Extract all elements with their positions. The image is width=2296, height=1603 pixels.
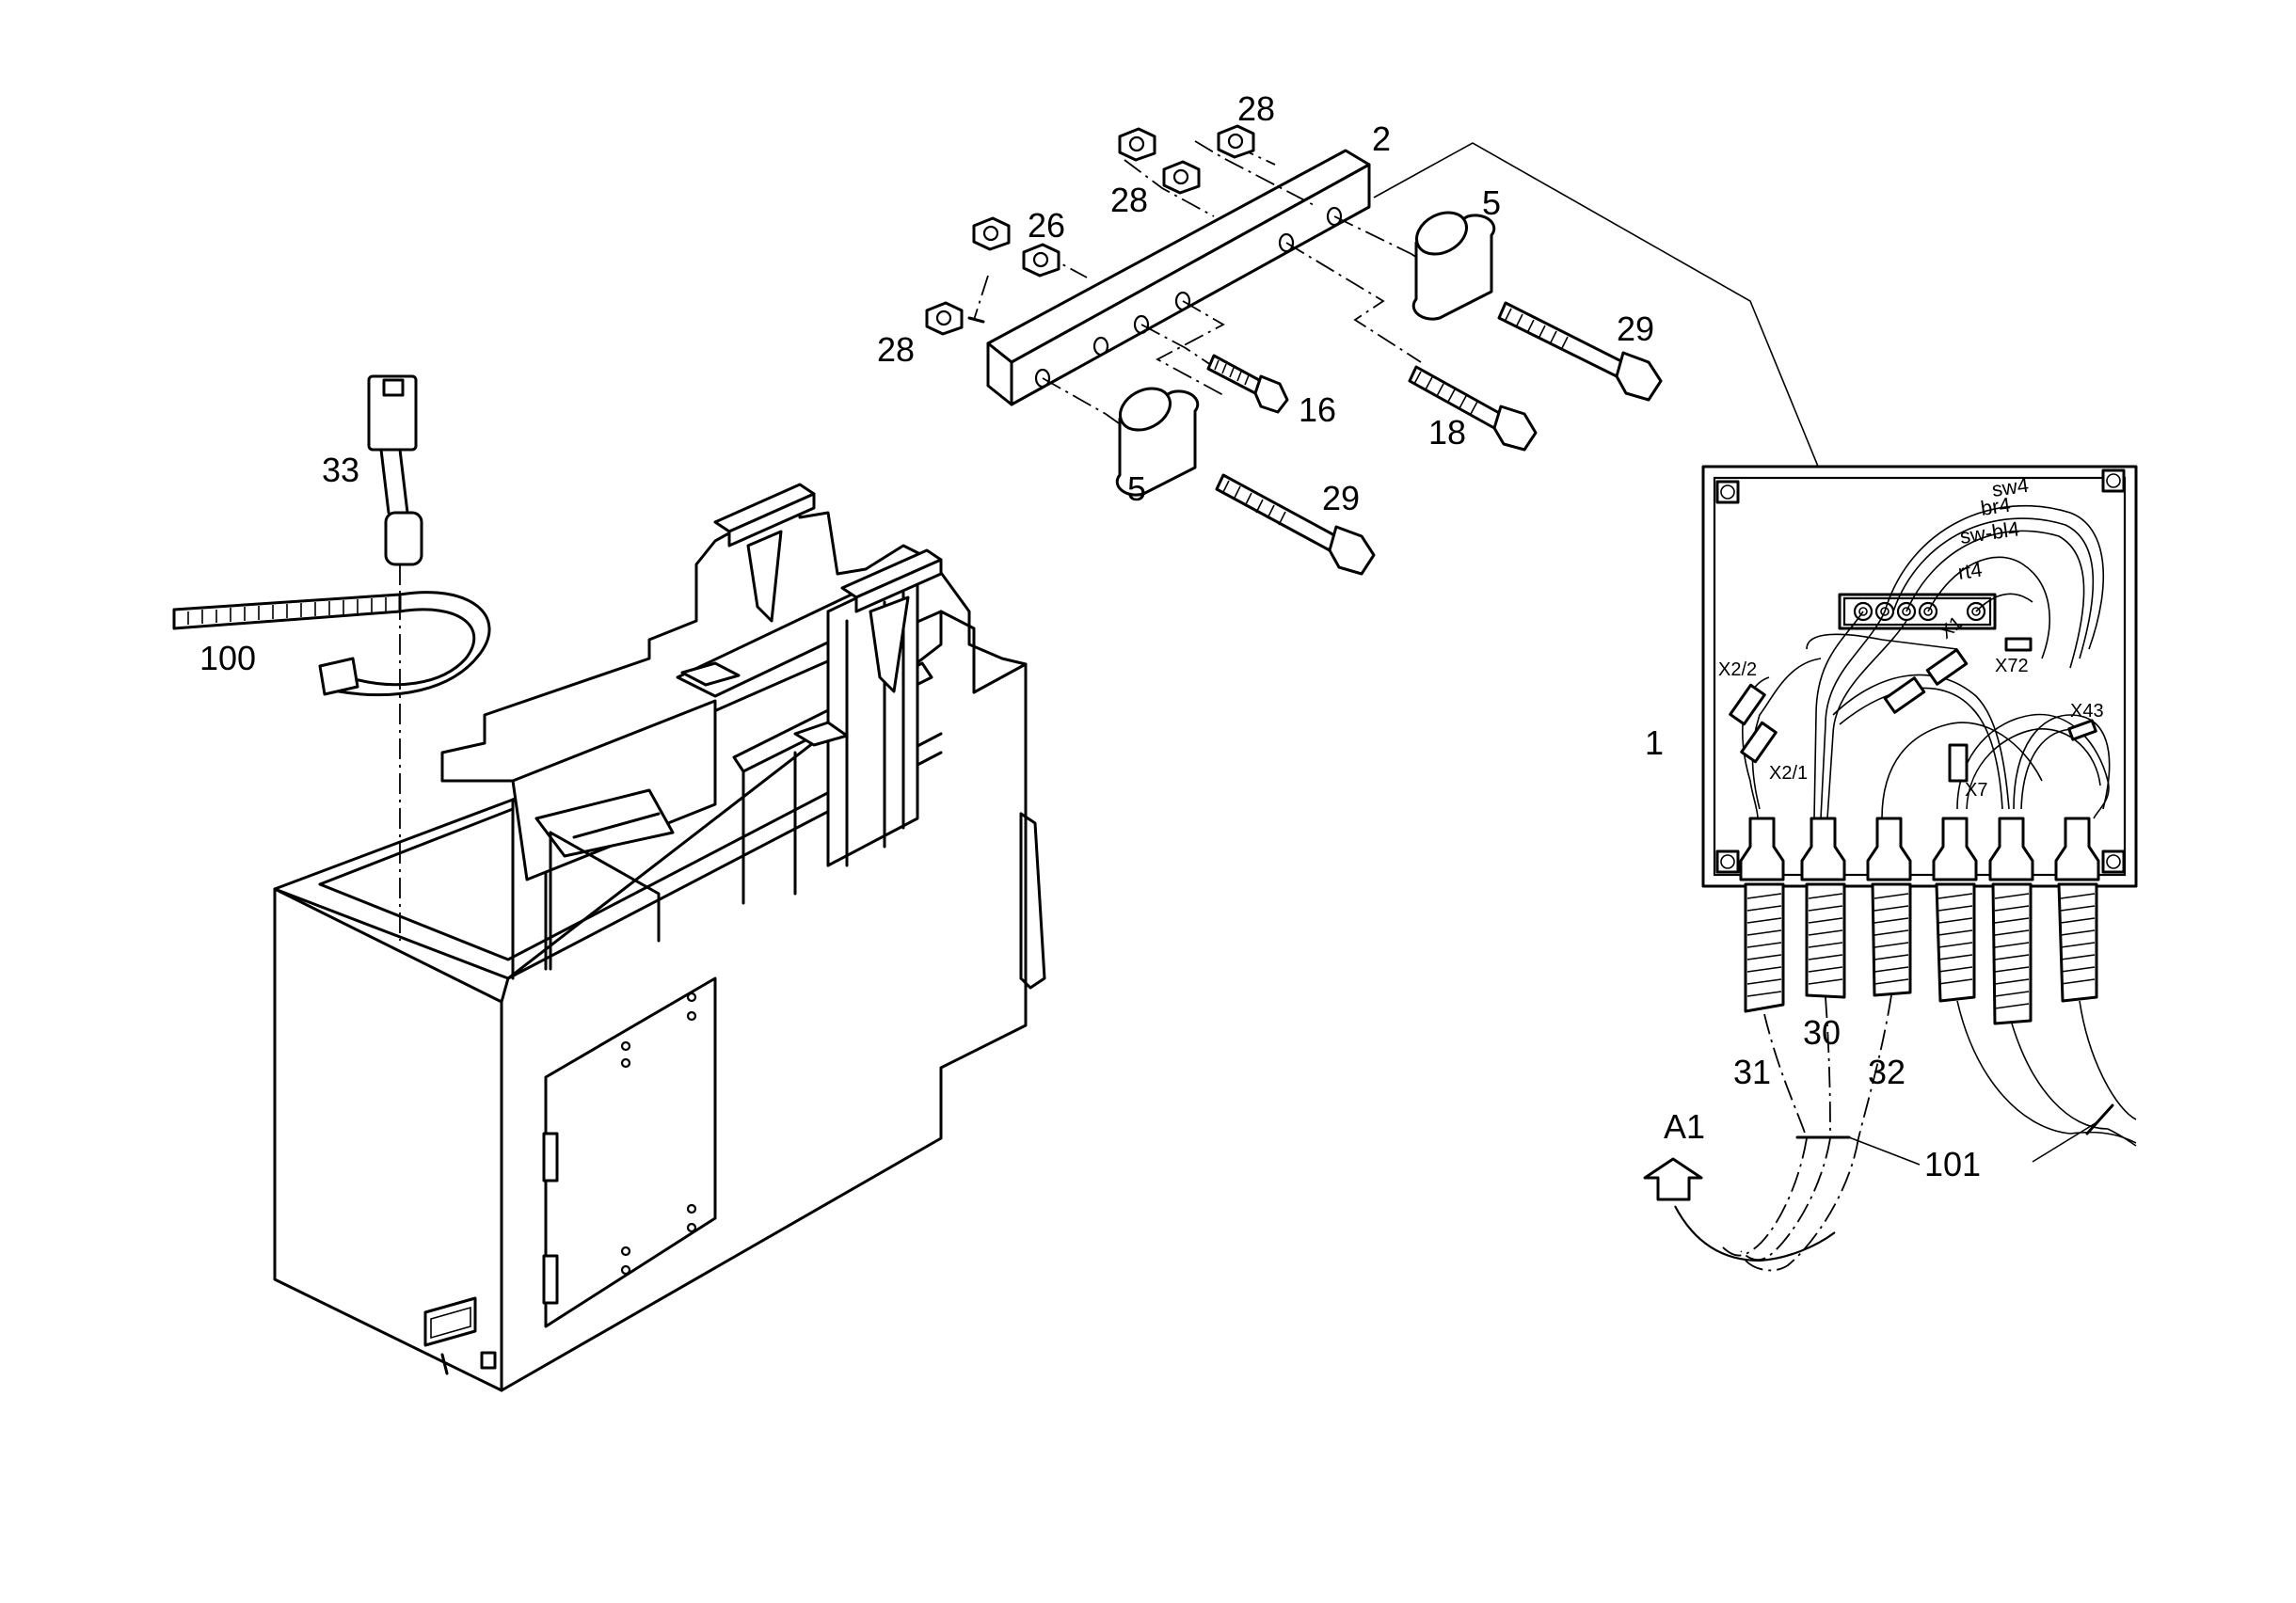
connector-label-x2-2: X2/2 — [1718, 659, 1757, 680]
nut-26-b — [1022, 243, 1060, 278]
wire-label-br4: br4 — [1979, 493, 2012, 520]
connector-label-x72: X72 — [1995, 656, 2029, 676]
callout-29-lower: 29 — [1322, 479, 1360, 517]
callout-28-b: 28 — [1110, 181, 1148, 219]
callout-2: 2 — [1372, 119, 1391, 158]
wire-label-sw4: sw4 — [1990, 473, 2030, 501]
callout-31: 31 — [1733, 1053, 1771, 1091]
nut-28-a — [925, 301, 985, 336]
callout-5-lower: 5 — [1127, 469, 1146, 508]
bolt-18 — [1408, 365, 1538, 452]
callout-1: 1 — [1645, 723, 1664, 762]
connector-label-x7: X7 — [1965, 780, 1987, 801]
nut-28-c — [1162, 160, 1201, 195]
callout-28-a: 28 — [877, 330, 915, 369]
bolt-16 — [1206, 354, 1289, 414]
callout-26: 26 — [1028, 206, 1065, 245]
mounting-bar-2 — [986, 149, 1371, 406]
callout-100: 100 — [199, 639, 256, 677]
connector-label-x43: X43 — [2070, 701, 2104, 722]
spacer-5-upper — [1411, 211, 1496, 321]
callout-33: 33 — [322, 451, 359, 489]
callout-18: 18 — [1428, 413, 1466, 452]
wire-label-rt4: rt4 — [1956, 558, 1984, 584]
leader-line-bar-to-terminal — [1373, 142, 1869, 589]
callouts: 1 2 5 5 16 18 26 28 28 28 29 29 30 31 32… — [199, 89, 1981, 1183]
bolt-29-upper — [1497, 301, 1663, 402]
housing-cabinet — [273, 483, 1046, 1392]
nut-26-a — [972, 216, 1011, 251]
callout-32: 32 — [1868, 1053, 1905, 1091]
connector-labels: X2/2 X2/1 X1 X72 X43 X7 — [1718, 612, 2104, 801]
bolt-29-lower — [1215, 473, 1376, 576]
connector-33 — [367, 374, 423, 941]
callout-101: 101 — [1924, 1145, 1981, 1183]
conduits — [1721, 882, 2137, 1272]
callout-30: 30 — [1803, 1013, 1841, 1052]
callout-5-upper: 5 — [1482, 183, 1501, 222]
nut-28-d — [1217, 124, 1255, 159]
connector-label-x2-1: X2/1 — [1769, 763, 1808, 784]
callout-16: 16 — [1299, 390, 1336, 429]
callout-28-c: 28 — [1237, 89, 1275, 128]
junction-box-1 — [1701, 465, 2138, 888]
view-label-a1: A1 — [1664, 1107, 1705, 1146]
spacer-5-lower — [1115, 387, 1200, 497]
callout-29-upper: 29 — [1617, 309, 1654, 348]
cable-tie-100 — [172, 591, 491, 697]
nut-28-b — [1118, 127, 1156, 162]
view-arrow-a1 — [1643, 1157, 1836, 1262]
